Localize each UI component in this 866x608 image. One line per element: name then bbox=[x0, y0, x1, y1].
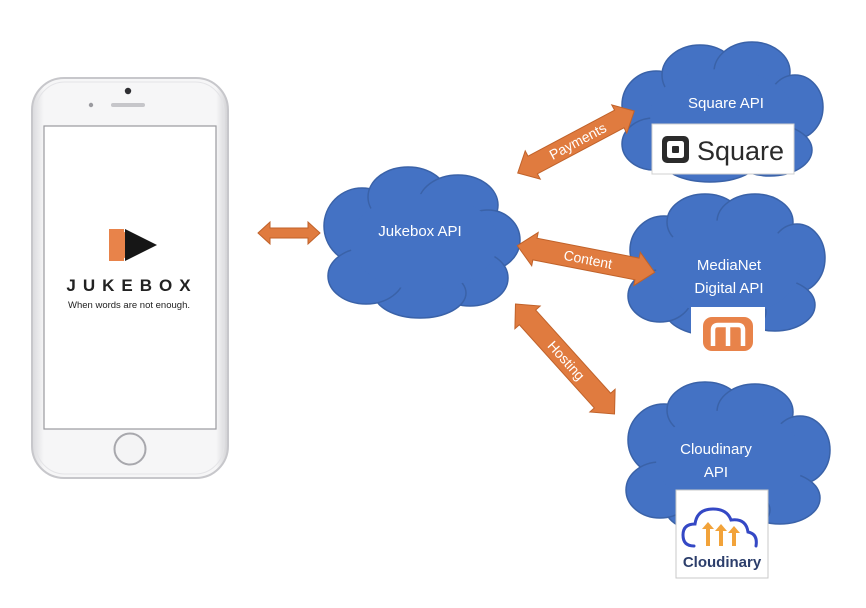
arrow-content: Content bbox=[516, 231, 656, 287]
brand-wordmark: JUKEBOX bbox=[66, 276, 197, 295]
square-logo-icon bbox=[662, 136, 689, 163]
jukebox-play-icon bbox=[109, 229, 157, 261]
arrow-hosting: Hosting bbox=[514, 303, 616, 415]
medianet-logo-icon bbox=[691, 307, 765, 361]
square-logo-wordmark: Square bbox=[697, 136, 784, 166]
cloud-cloudinary-api: Cloudinary API Cloudinary bbox=[625, 381, 831, 579]
earpiece bbox=[111, 103, 145, 107]
cloud-jukebox-api: Jukebox API bbox=[323, 166, 521, 319]
medianet-api-label-line1: MediaNet bbox=[697, 257, 762, 274]
square-api-label: Square API bbox=[688, 95, 764, 112]
phone-screen bbox=[43, 125, 217, 430]
smartphone: JUKEBOX When words are not enough. bbox=[31, 77, 229, 479]
cloudinary-api-label-line2: API bbox=[704, 464, 728, 481]
cloud-medianet-api: MediaNet Digital API bbox=[627, 193, 826, 361]
cloudinary-cloud-icon bbox=[681, 507, 758, 548]
medianet-api-label-line2: Digital API bbox=[694, 280, 763, 297]
cloud-square-api: Square API Square bbox=[621, 41, 824, 183]
cloudinary-logo-wordmark: Cloudinary bbox=[683, 554, 762, 571]
proximity-sensor bbox=[88, 102, 94, 108]
front-camera bbox=[124, 87, 132, 95]
square-logo: Square bbox=[651, 123, 795, 175]
arrow-phone-jukebox bbox=[257, 220, 321, 246]
jukebox-api-label: Jukebox API bbox=[378, 223, 461, 240]
cloudinary-logo: Cloudinary bbox=[675, 489, 769, 579]
cloudinary-api-label-line1: Cloudinary bbox=[680, 441, 752, 458]
brand-tagline: When words are not enough. bbox=[68, 300, 190, 311]
home-button bbox=[113, 432, 147, 466]
